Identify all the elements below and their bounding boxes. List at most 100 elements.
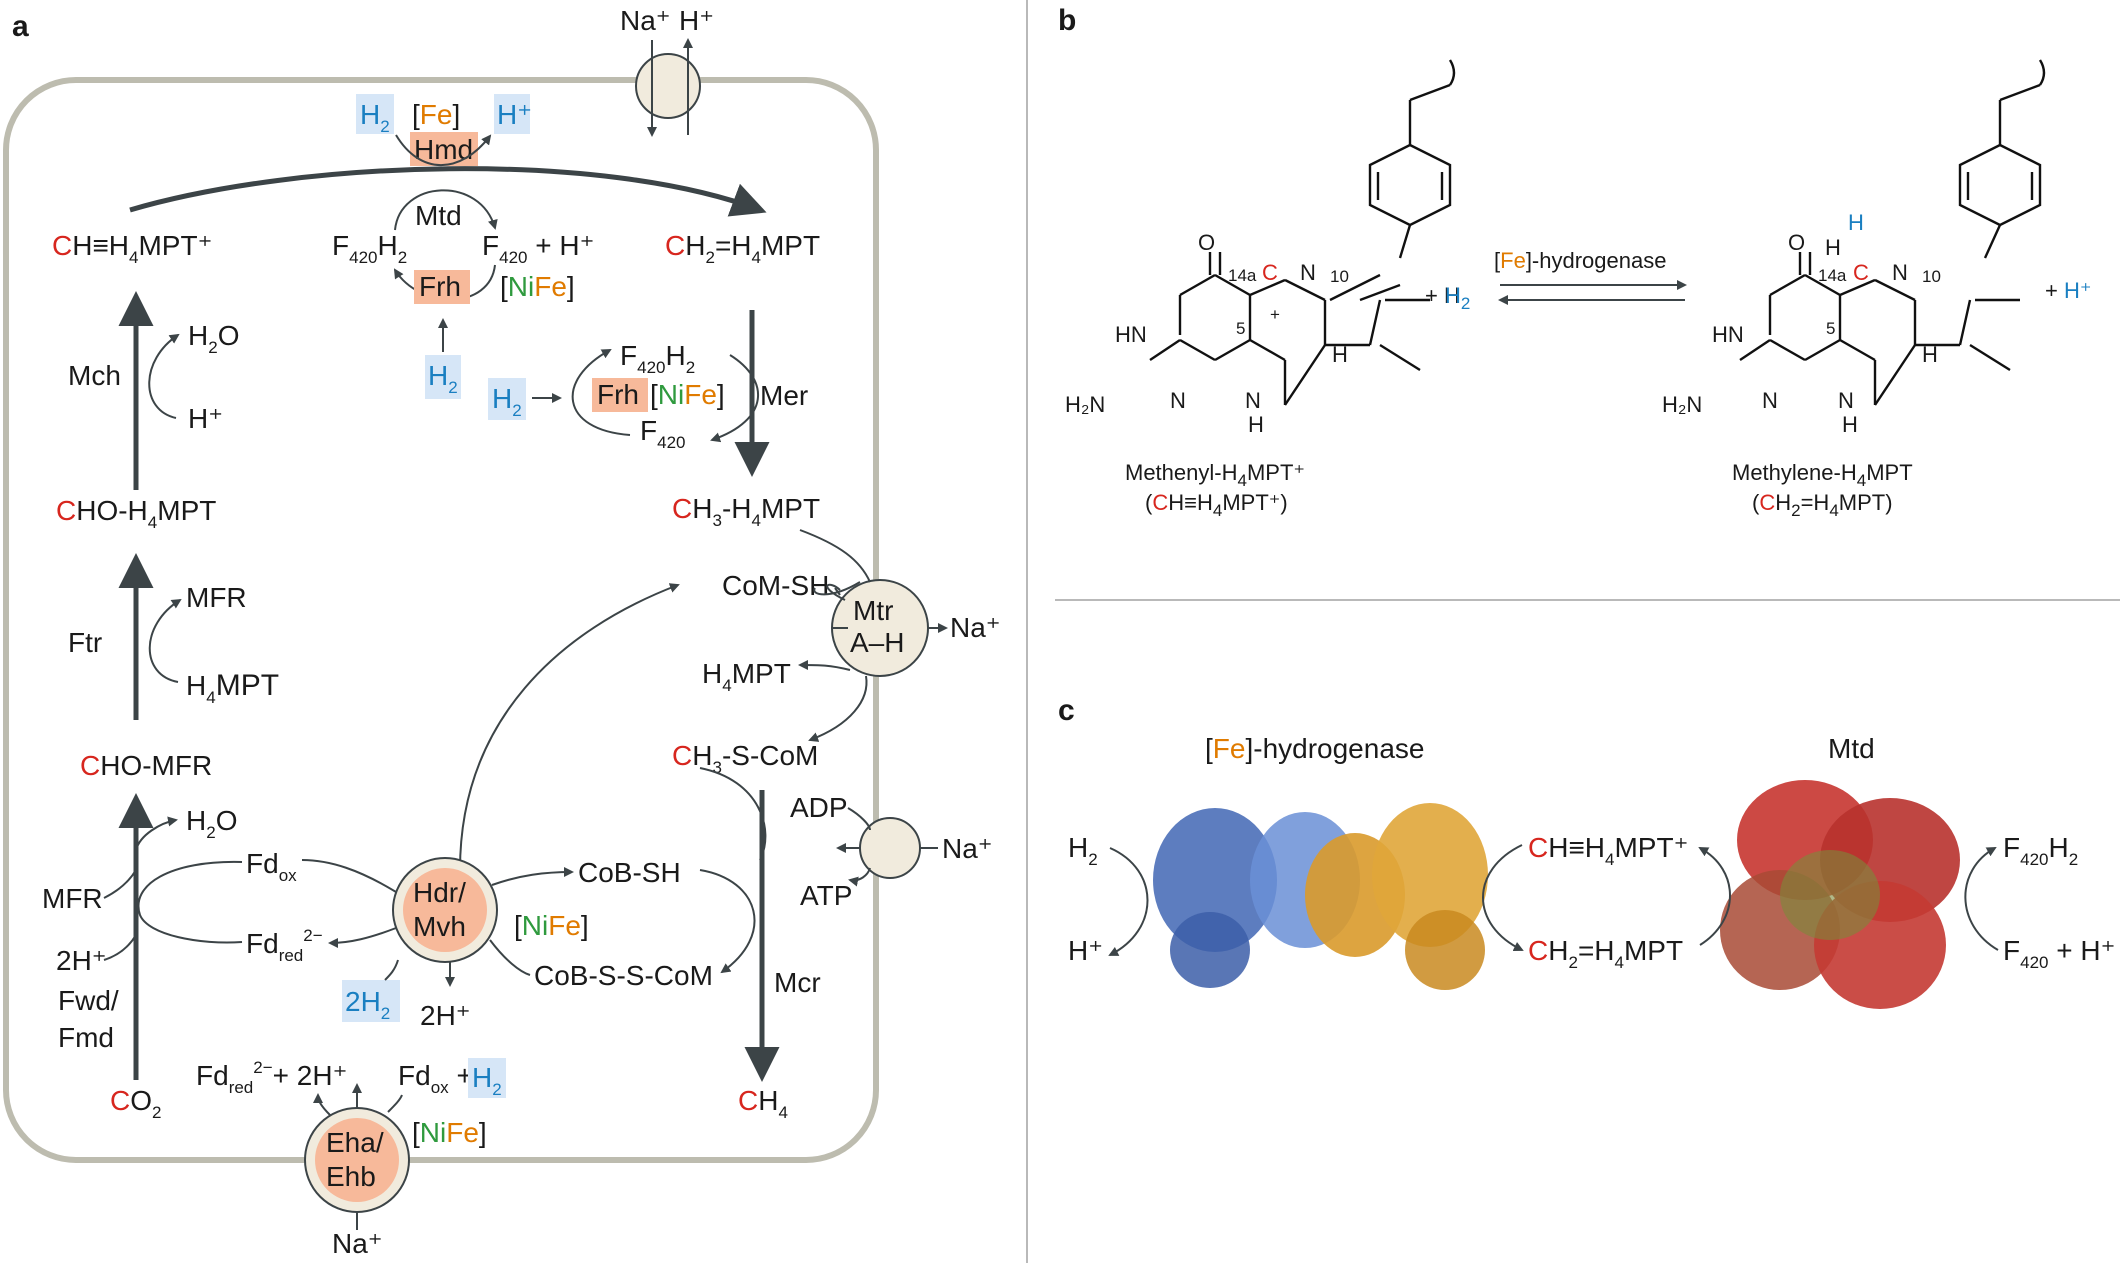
cob-sh: CoB-SH: [578, 857, 681, 888]
fd-red: Fdred2−: [246, 926, 323, 965]
mtr-label: Mtr: [853, 595, 893, 626]
hdr-mvh-inner: [403, 868, 487, 952]
h2-small: H2: [428, 360, 458, 397]
h-plus-b: + H⁺: [2045, 278, 2091, 303]
f420-plus-h-c: F420 + H⁺: [2003, 935, 2115, 972]
label-14a-2: 14a: [1818, 266, 1847, 285]
nife-label-2: [NiFe]: [650, 379, 725, 410]
label-14a-1: 14a: [1228, 266, 1257, 285]
h2o-2: H2O: [186, 805, 237, 842]
h-plus-c: H⁺: [1068, 935, 1103, 966]
ch3-h4mpt: CH3-H4MPT: [672, 493, 820, 530]
ch2-c: CH2=H4MPT: [1528, 935, 1683, 972]
fd-ox-b: Fdox +: [398, 1060, 473, 1097]
panel-label-a: a: [12, 10, 29, 43]
nife-label-3: [NiFe]: [514, 910, 589, 941]
cob-s-s-com: CoB-S-S-CoM: [534, 960, 713, 991]
antiporter-top: [635, 53, 701, 119]
mfr-2: MFR: [42, 883, 103, 914]
f420h2-c: F420H2: [2003, 832, 2078, 869]
atom-n10-2: N: [1892, 260, 1908, 285]
h-plus-hmd: H⁺: [497, 99, 532, 130]
atom-hn-2: HN: [1712, 322, 1744, 347]
methenyl-h4mpt: CH≡H4MPT⁺: [52, 230, 212, 267]
label-10-1: 10: [1330, 267, 1349, 286]
atom-h2n-2: H₂N: [1662, 392, 1702, 417]
h4mpt-2: H4MPT: [702, 658, 791, 695]
eha-ehb-inner: [315, 1118, 399, 1202]
na-mtr: Na⁺: [950, 612, 1001, 643]
frh-box-2: [592, 378, 648, 412]
mcr-label: Mcr: [774, 967, 821, 998]
atom-n-2: N: [1762, 388, 1778, 413]
methylene-h4mpt: CH2=H4MPT: [665, 230, 820, 267]
ehb-label: Ehb: [326, 1161, 376, 1192]
atp-label: ATP: [800, 880, 852, 911]
fe-hydrogenase-b: [Fe]-hydrogenase: [1494, 248, 1666, 273]
h4mpt-1: H4MPT: [186, 669, 279, 707]
fmd-label: Fmd: [58, 1022, 114, 1053]
h2-small-highlight: [425, 355, 461, 399]
atom-h-2: H: [1332, 342, 1348, 367]
atom-nh-1: N: [1245, 388, 1261, 413]
h2-b-blue: H2: [1445, 283, 1470, 313]
2h2-highlight: [342, 980, 400, 1022]
h2-hmd-highlight: [356, 94, 394, 134]
f420-plus-h-a: F420 + H⁺: [482, 230, 594, 267]
panel-a: Na⁺ H⁺ H2 [Fe] Hmd H⁺ CH≡H4MPT⁺ CH2=H4MP…: [3, 5, 1001, 1259]
h2-plus-b: + H: [1425, 283, 1460, 308]
h2-c: H2: [1068, 832, 1098, 869]
two-h-plus: 2H⁺: [56, 945, 107, 976]
fe-hydrogenase-structure: [1153, 803, 1488, 990]
f420-b: F420: [640, 415, 685, 452]
atom-h2n-1: H₂N: [1065, 392, 1105, 417]
atom-c-red-2: C: [1853, 260, 1869, 285]
h-hmd-highlight: [494, 94, 530, 134]
ch-c: CH≡H4MPT⁺: [1528, 832, 1688, 869]
two-h2: 2H2: [345, 986, 390, 1023]
hdr-label: Hdr/: [413, 877, 466, 908]
frh-box-1: [414, 270, 470, 304]
atom-h-1: H: [1248, 412, 1264, 437]
mfr-1: MFR: [186, 582, 247, 613]
fd-red-b: Fdred2−+ 2H⁺: [196, 1058, 347, 1097]
atom-c-red-1: C: [1262, 260, 1278, 285]
fe-hmd: [Fe]: [412, 99, 460, 130]
panel-c: [Fe]-hydrogenase Mtd H2 H⁺ CH≡H4MPT⁺ CH2…: [1068, 733, 2115, 1009]
atom-h-5: H: [1825, 235, 1841, 260]
mch-label: Mch: [68, 360, 121, 391]
fe-hydrogenase-c: [Fe]-hydrogenase: [1205, 733, 1424, 764]
co2-label: CO2: [110, 1085, 161, 1122]
h2o-1: H2O: [188, 320, 239, 357]
frh-label-2: Frh: [597, 379, 639, 410]
two-h-plus-b: 2H⁺: [420, 1000, 471, 1031]
fd-ox: Fdox: [246, 848, 297, 885]
panel-label-c: c: [1058, 694, 1075, 727]
label-5-1: 5: [1236, 319, 1245, 338]
mtd-label: Mtd: [415, 200, 462, 231]
label-plus-1: +: [1270, 305, 1280, 324]
atom-o-1: O: [1198, 230, 1215, 255]
panel-label-b: b: [1058, 4, 1076, 37]
mtd-structure: [1720, 780, 1960, 1009]
h2-hmd: H2: [360, 99, 390, 136]
methylene-name: Methylene-H4MPT: [1732, 460, 1913, 490]
atom-h-blue: H: [1848, 210, 1864, 235]
atom-n-1: N: [1170, 388, 1186, 413]
label-10-2: 10: [1922, 267, 1941, 286]
atom-o-2: O: [1788, 230, 1805, 255]
h2-eha-highlight: [468, 1058, 506, 1098]
ch4-label: CH4: [738, 1085, 788, 1122]
h2-frh2-highlight: [488, 378, 526, 420]
mer-label: Mer: [760, 380, 808, 411]
h-top: H⁺: [679, 5, 714, 36]
com-sh: CoM-SH: [722, 570, 829, 601]
cho-mfr: CHO-MFR: [80, 750, 212, 781]
h-plus-1: H⁺: [188, 403, 223, 434]
adp-label: ADP: [790, 792, 848, 823]
atom-h-3: H: [1842, 412, 1858, 437]
atom-hn-1: HN: [1115, 322, 1147, 347]
cho-h4mpt: CHO-H4MPT: [56, 495, 216, 532]
f420h2-a: F420H2: [332, 230, 407, 267]
